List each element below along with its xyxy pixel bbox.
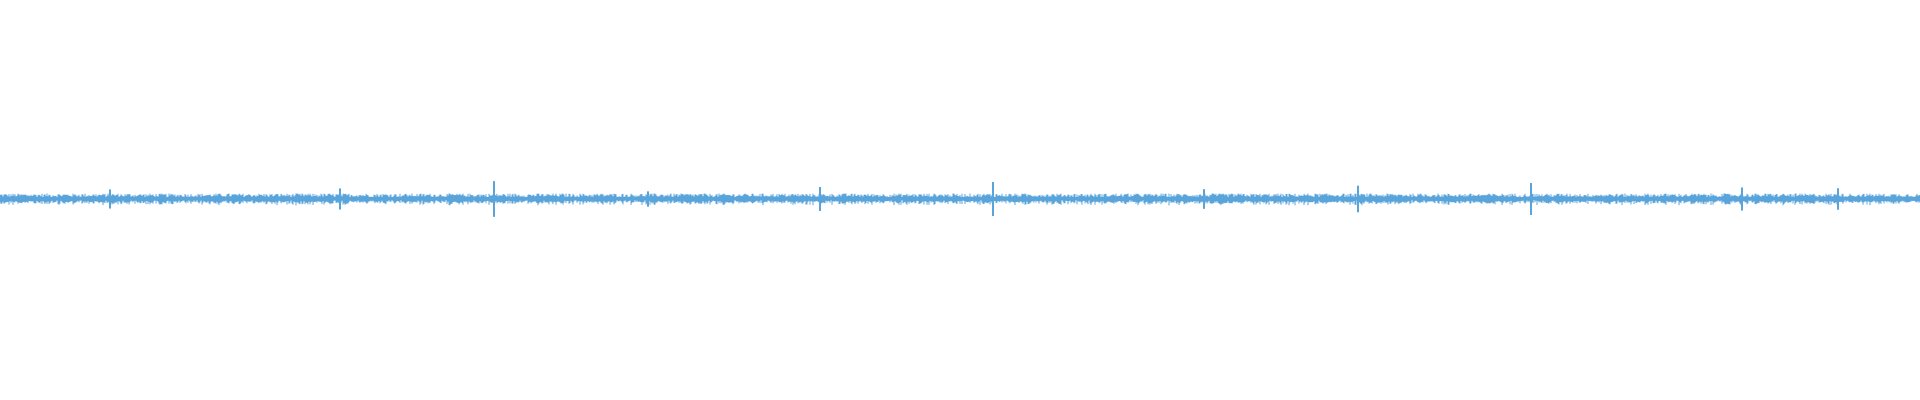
- waveform-trace: [0, 193, 1920, 206]
- waveform-peaks: [109, 181, 1839, 217]
